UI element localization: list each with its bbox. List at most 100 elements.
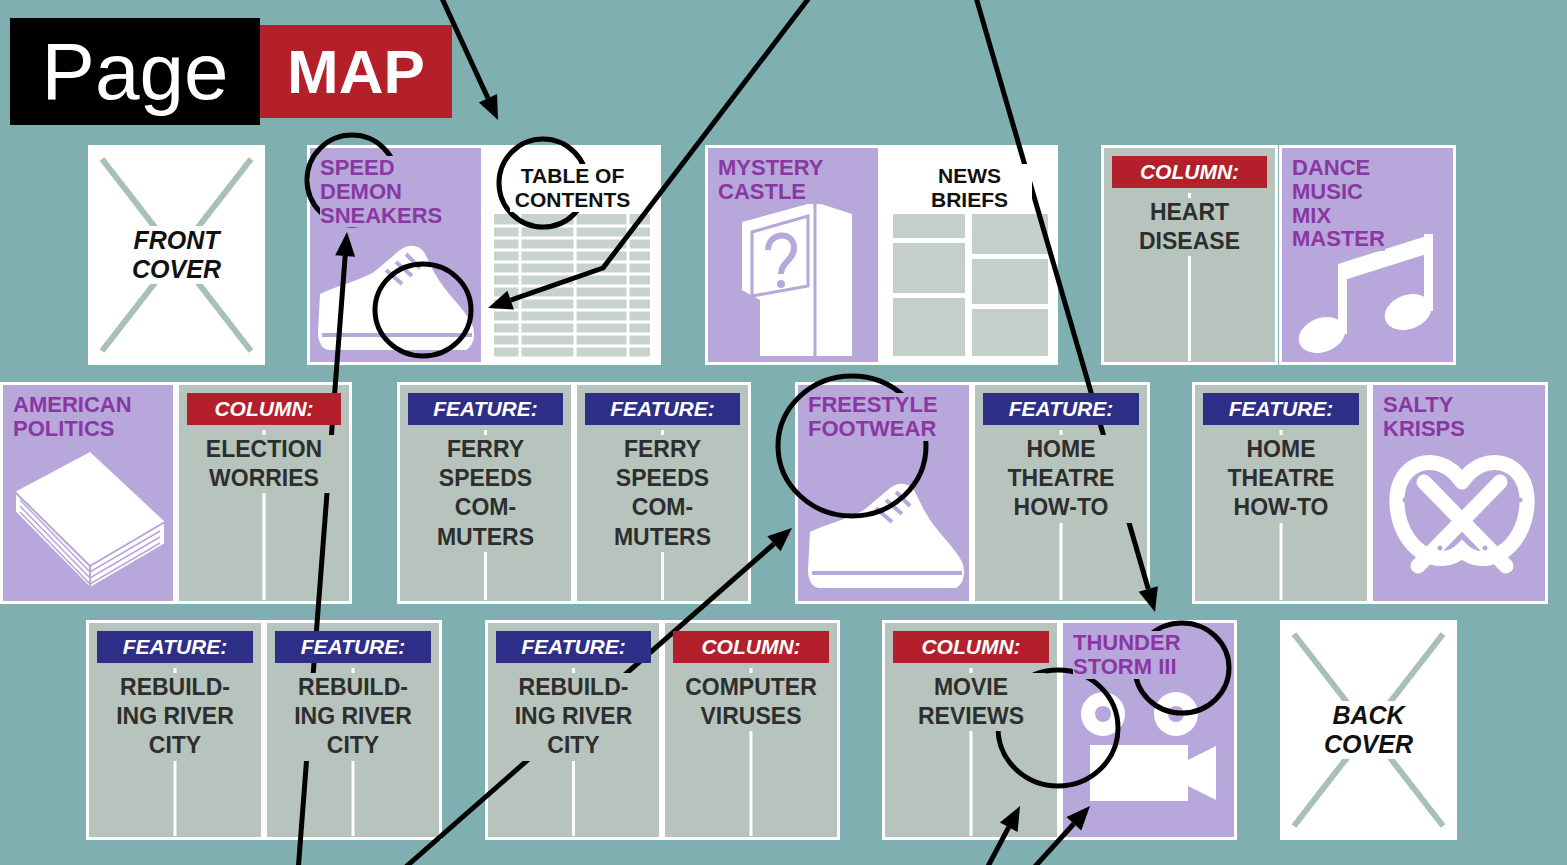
arrow-head bbox=[1000, 806, 1020, 832]
salt-grain bbox=[1483, 546, 1488, 551]
page-title: MAP bbox=[287, 41, 425, 103]
table-rule bbox=[494, 297, 650, 300]
contents-table bbox=[494, 214, 650, 358]
callout-circle bbox=[307, 135, 397, 225]
page-label: REBUILD- ING RIVER CITY bbox=[499, 673, 649, 761]
section-tag: FEATURE: bbox=[97, 631, 253, 663]
sneaker-lace bbox=[876, 508, 892, 522]
sneaker-lace bbox=[896, 492, 910, 506]
table-rule bbox=[494, 333, 650, 336]
note-stem bbox=[1424, 234, 1433, 311]
page-label: TABLE OF CONTENTS bbox=[510, 164, 635, 212]
callout-circle bbox=[998, 670, 1118, 786]
sneaker-lace bbox=[886, 500, 902, 514]
column-divider bbox=[484, 430, 487, 600]
salt-grain bbox=[1403, 498, 1408, 503]
ad-page: SPEED DEMON SNEAKERS bbox=[307, 145, 484, 365]
book-illustration bbox=[15, 452, 165, 588]
pointer-arrow bbox=[1030, 824, 1074, 865]
page-label: HEART DISEASE bbox=[1115, 198, 1265, 256]
page-label: AMERICAN POLITICS bbox=[13, 393, 132, 441]
pointer-arrow bbox=[298, 256, 345, 865]
news-block bbox=[972, 309, 1048, 356]
column-divider bbox=[1280, 430, 1283, 600]
page-label: THUNDER STORM III bbox=[1073, 631, 1198, 679]
callout-circle bbox=[375, 264, 471, 356]
column-divider bbox=[174, 668, 177, 836]
table-block bbox=[494, 214, 650, 358]
ad-page: FREESTYLE FOOTWEAR bbox=[795, 382, 972, 604]
contents-page: NEWS BRIEFS bbox=[881, 145, 1058, 365]
title-block: MAP bbox=[260, 25, 452, 118]
table-rule bbox=[494, 249, 650, 252]
arrow-head bbox=[1139, 586, 1158, 612]
cabinet-edge bbox=[814, 202, 817, 356]
ad-page: SALTY KRISPS bbox=[1370, 382, 1548, 604]
pointer-arrow bbox=[511, 0, 812, 300]
sneaker-body bbox=[318, 246, 474, 350]
page-label: SPEED DEMON SNEAKERS bbox=[320, 156, 442, 227]
question-dot bbox=[777, 280, 785, 288]
ad-page: DANCE MUSIC MIX MASTER bbox=[1279, 145, 1456, 365]
section-tag: COLUMN: bbox=[187, 393, 341, 425]
cabinet-body bbox=[742, 202, 852, 356]
pretzel-loop bbox=[1397, 462, 1527, 566]
note-stem bbox=[1338, 264, 1347, 334]
sneaker-sole bbox=[322, 333, 472, 337]
reel-hub bbox=[1095, 706, 1111, 722]
section-tag: FEATURE: bbox=[408, 393, 563, 425]
camera-body bbox=[1090, 745, 1188, 801]
table-rule bbox=[494, 321, 650, 324]
reel-hub bbox=[1168, 706, 1184, 722]
column-divider bbox=[1188, 193, 1191, 361]
table-rule bbox=[494, 237, 650, 240]
page-label: REBUILD- ING RIVER CITY bbox=[278, 673, 428, 761]
book-page-line bbox=[20, 506, 160, 578]
pointer-arrow bbox=[975, 0, 1148, 589]
column-divider bbox=[263, 430, 266, 600]
page-label: BACK COVER bbox=[1301, 701, 1436, 759]
section-tag: FEATURE: bbox=[585, 393, 740, 425]
arrow-head bbox=[488, 291, 514, 310]
ad-page: THUNDER STORM III bbox=[1060, 620, 1237, 840]
table-rule bbox=[519, 214, 522, 358]
sneaker-illustration bbox=[808, 484, 964, 588]
column-divider bbox=[352, 668, 355, 836]
page-illustrations bbox=[15, 159, 1527, 836]
table-rule bbox=[494, 261, 650, 264]
arrow-head bbox=[479, 94, 498, 120]
camera-lens bbox=[1188, 746, 1216, 800]
sneaker-lace bbox=[396, 262, 412, 276]
page-label: FRONT COVER bbox=[109, 226, 244, 284]
news-block bbox=[893, 298, 965, 356]
page-label: NEWS BRIEFS bbox=[907, 164, 1032, 212]
film-reel bbox=[1154, 692, 1198, 736]
column-page: COLUMN:MOVIE REVIEWS bbox=[882, 620, 1060, 840]
question-mark bbox=[768, 235, 794, 274]
column-divider bbox=[661, 430, 664, 600]
news-block bbox=[972, 259, 1048, 304]
feature-page: FEATURE:HOME THEATRE HOW-TO bbox=[972, 382, 1150, 604]
page-label: SALTY KRISPS bbox=[1383, 393, 1465, 441]
cover-page: FRONT COVER bbox=[88, 145, 265, 365]
note-beam bbox=[1338, 234, 1433, 282]
sneaker-illustration bbox=[318, 246, 474, 350]
page-label: HOME THEATRE HOW-TO bbox=[1206, 435, 1356, 523]
book-page-line bbox=[20, 500, 160, 572]
table-rule bbox=[494, 225, 650, 228]
book-side bbox=[90, 522, 165, 588]
title-block: Page bbox=[10, 18, 260, 125]
pointer-arrow bbox=[985, 827, 1009, 865]
callout-layer bbox=[298, 0, 1229, 865]
pretzel-illustration bbox=[1397, 462, 1527, 566]
section-tag: FEATURE: bbox=[1203, 393, 1359, 425]
page-label: DANCE MUSIC MIX MASTER bbox=[1292, 156, 1385, 251]
table-rule bbox=[494, 273, 650, 276]
column-divider bbox=[970, 668, 973, 836]
note-head bbox=[1380, 288, 1437, 336]
feature-page: FEATURE:FERRY SPEEDS COM- MUTERS bbox=[397, 382, 574, 604]
cover-page: BACK COVER bbox=[1280, 620, 1457, 840]
arrow-head bbox=[335, 232, 355, 257]
sneaker-body bbox=[808, 484, 964, 588]
